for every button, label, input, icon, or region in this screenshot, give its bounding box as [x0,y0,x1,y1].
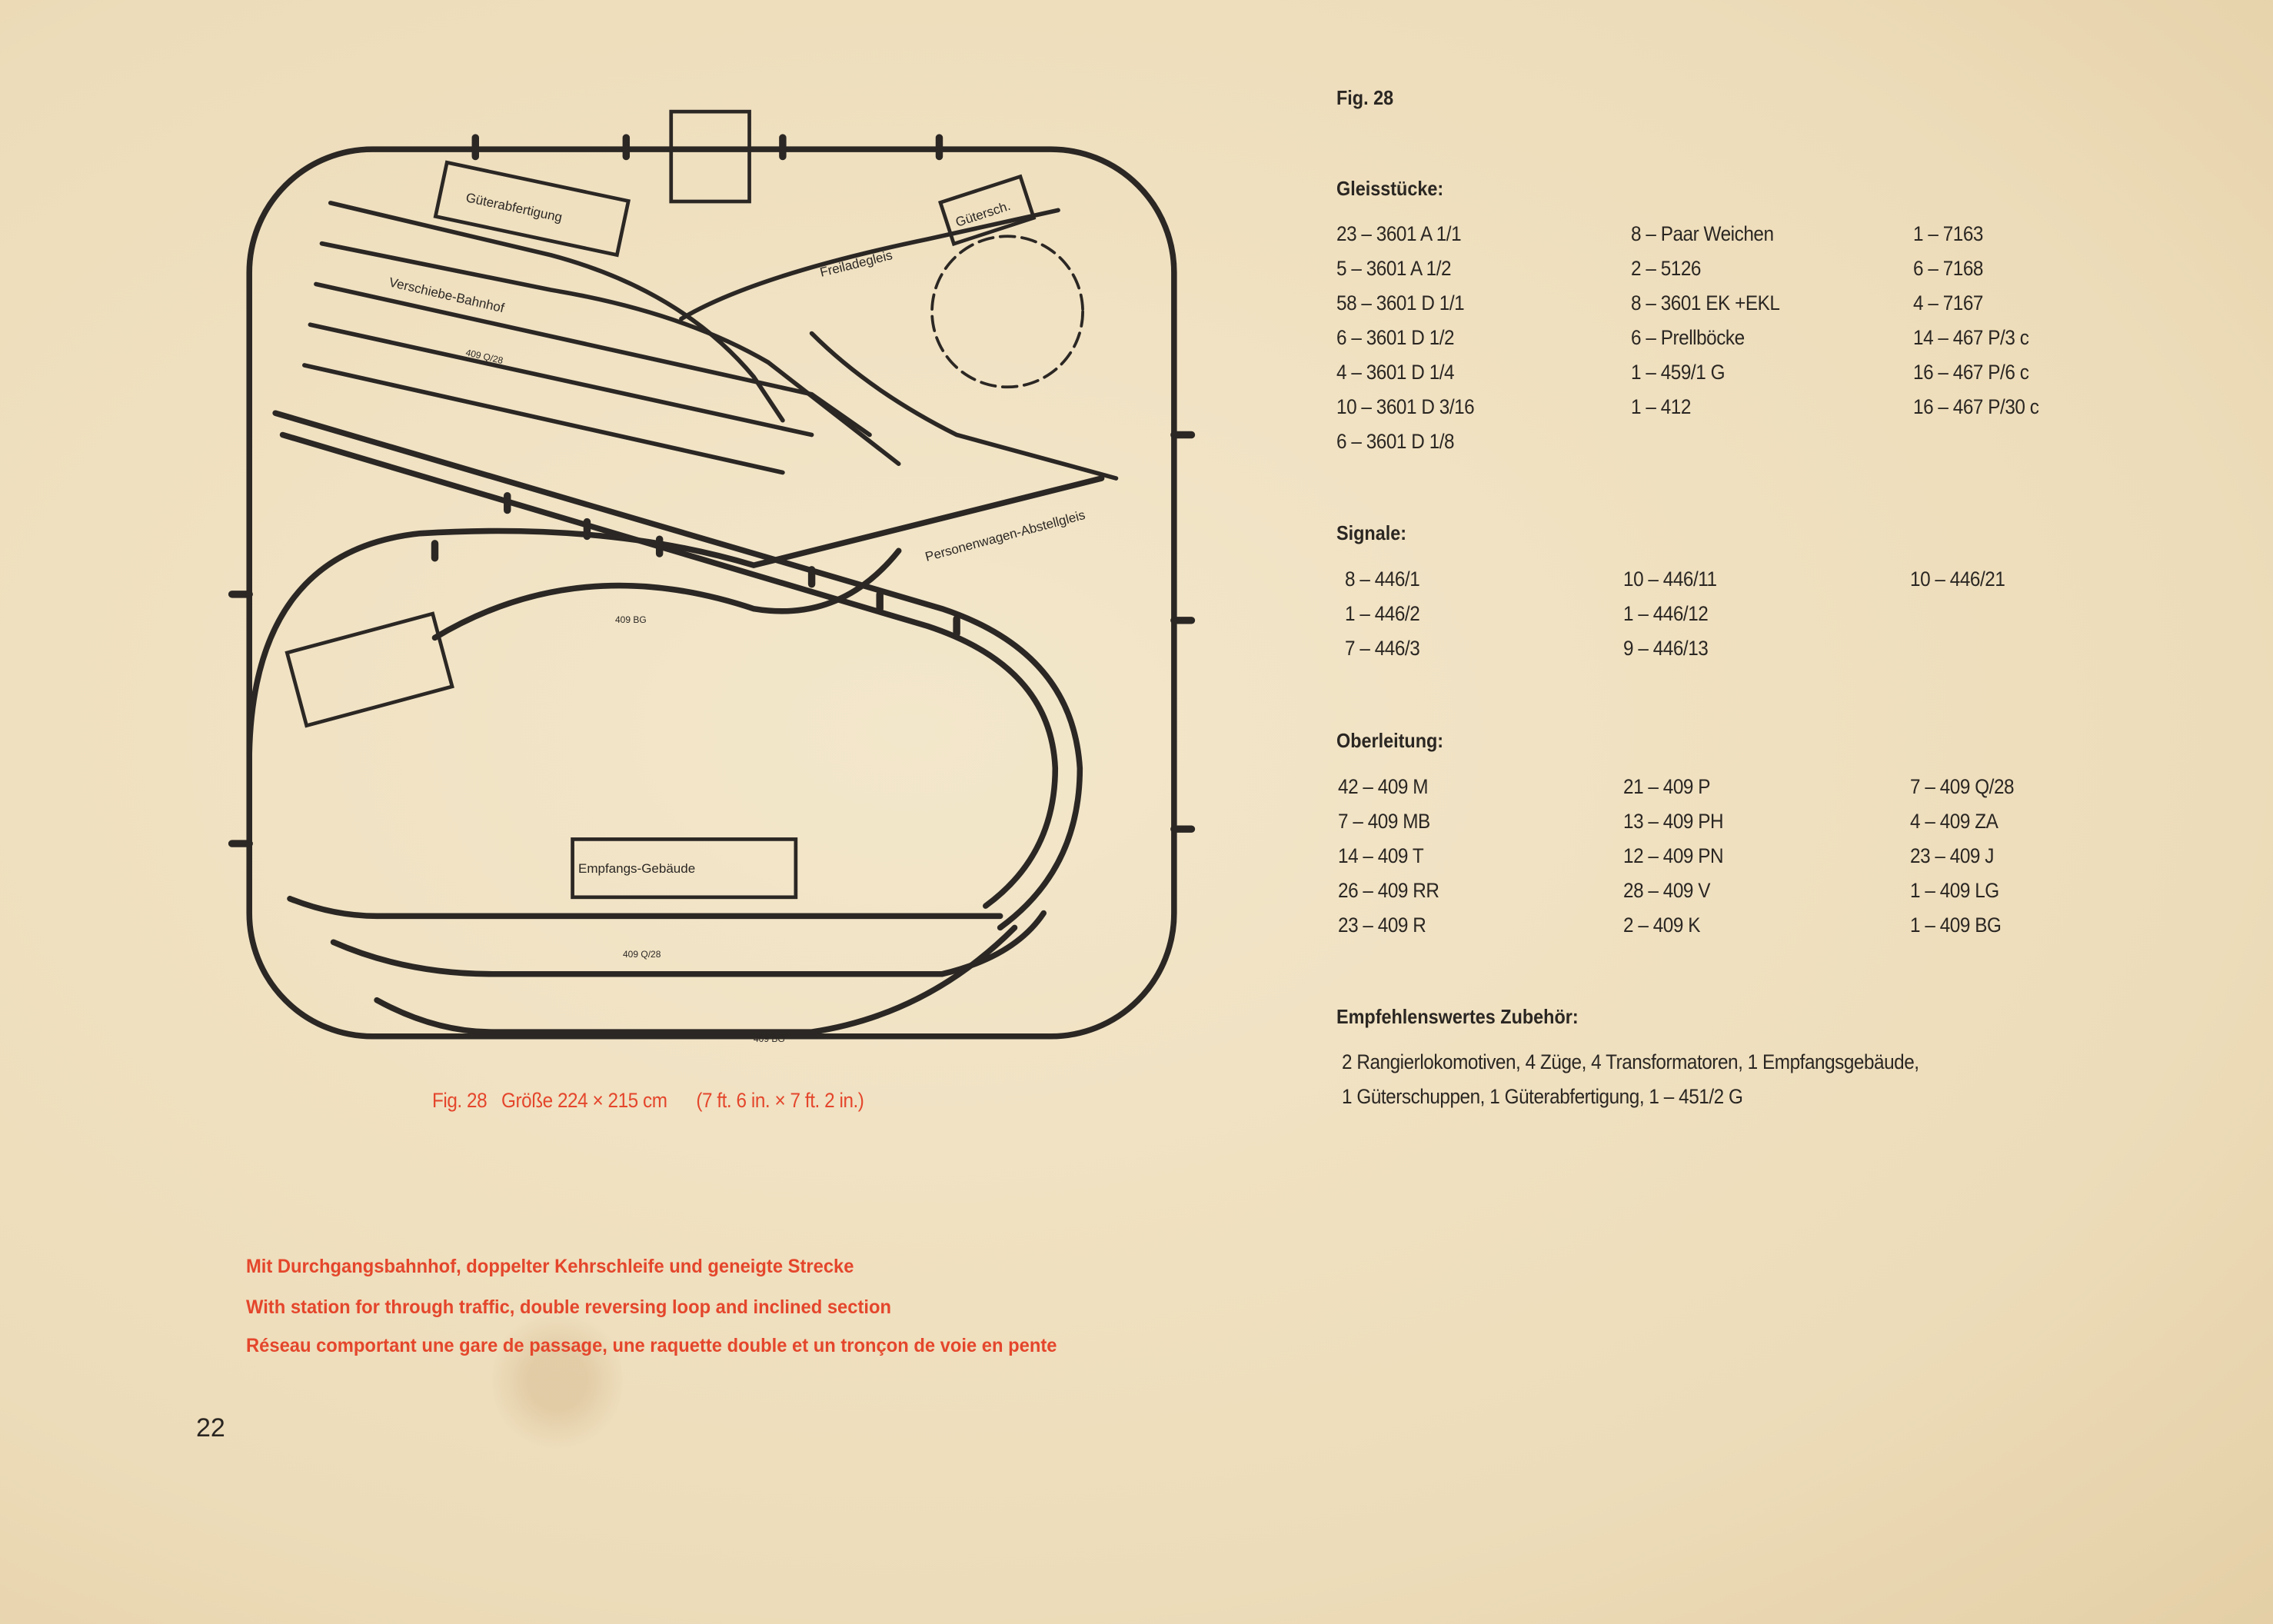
page-number: 22 [196,1413,225,1443]
gleisstuecke-item: 6 – 7168 [1913,257,1983,280]
description-de: Mit Durchgangsbahnhof, doppelter Kehrsch… [246,1256,854,1277]
oberleitung-item: 23 – 409 J [1910,844,1994,867]
signale-item: 7 – 446/3 [1345,637,1420,660]
zubehoer-heading: Empfehlenswertes Zubehör: [1336,1005,1579,1028]
gleisstuecke-item: 58 – 3601 D 1/1 [1336,291,1465,314]
oberleitung-item: 21 – 409 P [1623,775,1711,798]
signale-item: 10 – 446/11 [1623,567,1717,591]
oberleitung-item: 7 – 409 MB [1338,810,1430,833]
gleisstuecke-item: 10 – 3601 D 3/16 [1336,395,1475,418]
zubehoer-line: 2 Rangierlokomotiven, 4 Züge, 4 Transfor… [1342,1050,1919,1073]
reversing-loop-track-2 [431,547,902,641]
zubehoer-line: 1 Güterschuppen, 1 Güterabfertigung, 1 –… [1342,1085,1743,1108]
oberleitung-item: 4 – 409 ZA [1910,810,1998,833]
label-freiladegleis: Freiladegleis [818,248,894,280]
label-q28-bottom: 409 Q/28 [623,949,661,960]
gleisstuecke-item: 4 – 3601 D 1/4 [1336,361,1455,384]
inclined-section-box [285,611,454,728]
oberleitung-item: 7 – 409 Q/28 [1910,775,2015,798]
signale-item: 1 – 446/2 [1345,602,1420,625]
catenary-masts [228,134,1196,847]
diagonal-main-track-2 [279,431,1059,909]
signale-item: 1 – 446/12 [1623,602,1709,625]
oberleitung-item: 26 – 409 RR [1338,879,1439,902]
caption-imperial: (7 ft. 6 in. × 7 ft. 2 in.) [696,1089,864,1112]
oberleitung-item: 28 – 409 V [1623,879,1711,902]
gleisstuecke-item: 8 – 3601 EK +EKL [1631,291,1780,314]
gleisstuecke-item: 16 – 467 P/30 c [1913,395,2039,418]
crane-radius [930,235,1084,389]
gleisstuecke-item: 8 – Paar Weichen [1631,222,1774,245]
empfangsgebaeude-building [571,837,798,900]
outer-loop-track [246,146,1177,1040]
signale-item: 9 – 446/13 [1623,637,1709,660]
gleisstuecke-item: 14 – 467 P/3 c [1913,326,2029,349]
oberleitung-item: 23 – 409 R [1338,914,1426,937]
reversing-loop-track [246,475,1105,757]
label-verschiebebahnhof: Verschiebe-Bahnhof [388,275,506,315]
label-bg-bottom: 409 BG [754,1033,785,1044]
bridge-structure [669,109,751,204]
figure-caption: Fig. 28 Größe 224 × 215 cm (7 ft. 6 in. … [432,1089,864,1113]
oberleitung-item: 2 – 409 K [1623,914,1700,937]
guetersch-building [937,174,1037,247]
oberleitung-item: 14 – 409 T [1338,844,1424,867]
gleisstuecke-item: 4 – 7167 [1913,291,1983,314]
description-fr: Réseau comportant une gare de passage, u… [246,1335,1057,1356]
diagonal-main-track [272,410,1083,931]
gleisstuecke-item: 6 – 3601 D 1/2 [1336,326,1455,349]
caption-fig: Fig. 28 [432,1089,488,1112]
gleisstuecke-item: 2 – 5126 [1631,257,1701,280]
signale-item: 10 – 446/21 [1910,567,2005,591]
gleisstuecke-heading: Gleisstücke: [1336,177,1444,200]
oberleitung-item: 1 – 409 BG [1910,914,2002,937]
gleisstuecke-item: 6 – 3601 D 1/8 [1336,430,1455,453]
label-bg-mid: 409 BG [615,614,647,625]
yard-tracks [302,201,1119,481]
label-gueterabfertigung: Güterabfertigung [464,190,564,225]
parts-title: Fig. 28 [1336,86,1394,109]
signale-heading: Signale: [1336,521,1407,544]
caption-size: Größe 224 × 215 cm [501,1089,667,1112]
description-en: With station for through traffic, double… [246,1296,891,1318]
station-tracks [287,895,1047,1035]
gleisstuecke-item: 23 – 3601 A 1/1 [1336,222,1462,245]
signale-item: 8 – 446/1 [1345,567,1420,591]
gleisstuecke-item: 6 – Prellböcke [1631,326,1745,349]
gleisstuecke-item: 1 – 7163 [1913,222,1983,245]
oberleitung-item: 13 – 409 PH [1623,810,1724,833]
gleisstuecke-item: 1 – 412 [1631,395,1691,418]
gleisstuecke-item: 16 – 467 P/6 c [1913,361,2029,384]
label-empfangsgebaeude: Empfangs-Gebäude [578,861,695,876]
oberleitung-item: 42 – 409 M [1338,775,1429,798]
oberleitung-heading: Oberleitung: [1336,729,1444,752]
gueterabfertigung-building [433,160,631,258]
gleisstuecke-item: 1 – 459/1 G [1631,361,1726,384]
paper-stain [492,1307,623,1453]
oberleitung-item: 12 – 409 PN [1623,844,1724,867]
gleisstuecke-item: 5 – 3601 A 1/2 [1336,257,1452,280]
oberleitung-item: 1 – 409 LG [1910,879,1999,902]
